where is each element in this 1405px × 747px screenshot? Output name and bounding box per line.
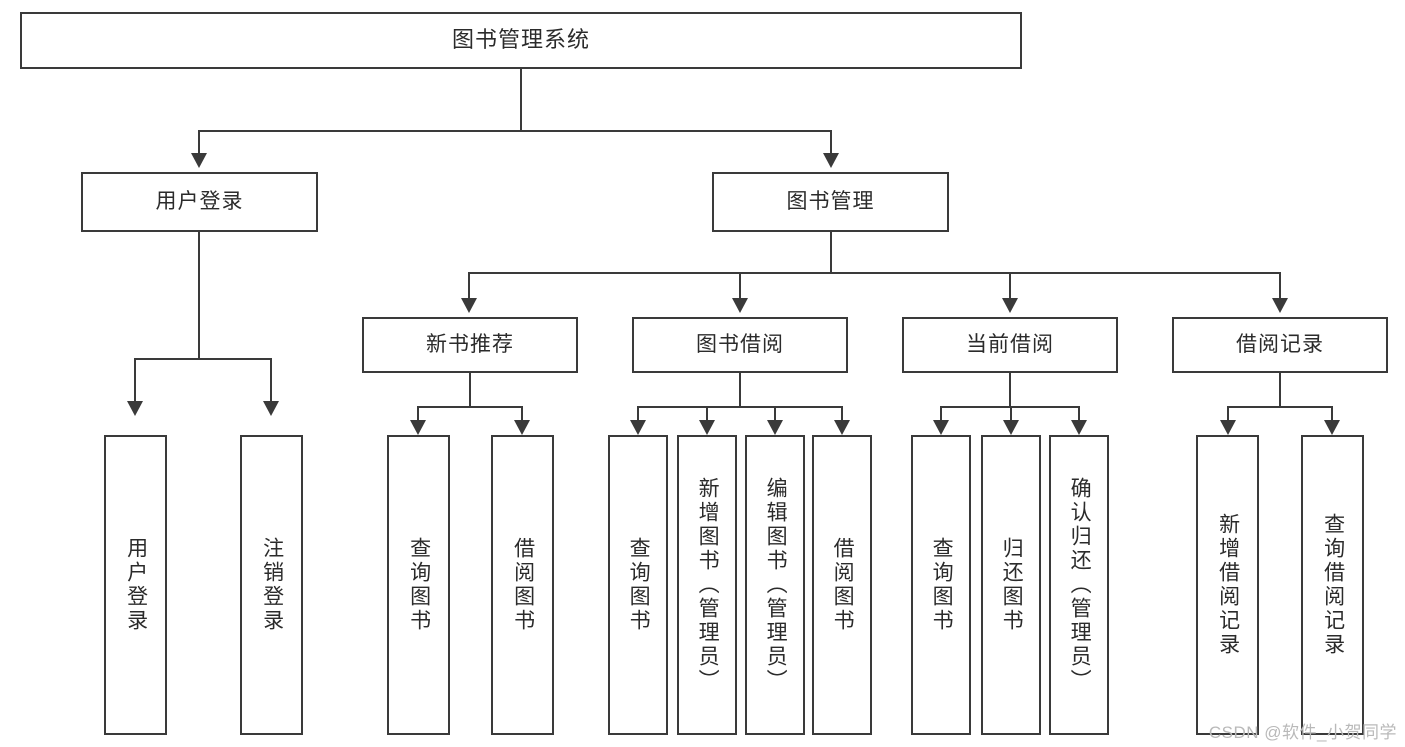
- node-borrow-record[interactable]: 借阅记录: [1172, 317, 1388, 373]
- node-new-book-recommend[interactable]: 新书推荐: [362, 317, 578, 373]
- node-label: 查询图书: [930, 537, 954, 633]
- arrowhead-book-manage: [823, 153, 839, 168]
- node-label: 用户登录: [124, 537, 148, 633]
- leaf-user-login[interactable]: 用户登录: [104, 435, 167, 735]
- leaf-borrow-book-2[interactable]: 借阅图书: [812, 435, 872, 735]
- connector-level3-drop-3: [1009, 272, 1011, 300]
- node-label: 归还图书: [1000, 537, 1024, 633]
- arrowhead-new-book-recommend: [461, 298, 477, 313]
- connector-book-borrow-drop-2: [706, 406, 708, 422]
- connector-new-book-stem: [469, 373, 471, 408]
- node-label: 当前借阅: [966, 333, 1054, 357]
- node-label: 图书借阅: [696, 333, 784, 357]
- connector-book-borrow-bus: [637, 406, 843, 408]
- leaf-add-book-admin[interactable]: 新增图书（管理员）: [677, 435, 737, 735]
- arrowhead-leaf-borrow-book-2: [834, 420, 850, 435]
- arrowhead-leaf-query-book-2: [630, 420, 646, 435]
- node-label: 新书推荐: [426, 333, 514, 357]
- node-label: 图书管理系统: [451, 27, 590, 53]
- connector-book-manage-stem: [830, 232, 832, 274]
- node-book-borrow[interactable]: 图书借阅: [632, 317, 848, 373]
- connector-borrow-record-stem: [1279, 373, 1281, 408]
- leaf-query-borrow-record[interactable]: 查询借阅记录: [1301, 435, 1364, 735]
- node-label: 确认归还（管理员）: [1068, 477, 1092, 693]
- arrowhead-leaf-query-book-1: [410, 420, 426, 435]
- connector-level3-drop-2: [739, 272, 741, 300]
- leaf-query-book-2[interactable]: 查询图书: [608, 435, 668, 735]
- arrowhead-leaf-add-borrow-record: [1220, 420, 1236, 435]
- node-label: 借阅图书: [831, 537, 855, 633]
- connector-current-borrow-stem: [1009, 373, 1011, 408]
- connector-current-borrow-drop-1: [940, 406, 942, 422]
- arrowhead-leaf-confirm-return-admin: [1071, 420, 1087, 435]
- arrowhead-user-login: [191, 153, 207, 168]
- connector-borrow-record-drop-1: [1227, 406, 1229, 422]
- connector-borrow-record-bus: [1227, 406, 1333, 408]
- leaf-query-book-3[interactable]: 查询图书: [911, 435, 971, 735]
- leaf-confirm-return-admin[interactable]: 确认归还（管理员）: [1049, 435, 1109, 735]
- leaf-logout-login[interactable]: 注销登录: [240, 435, 303, 735]
- node-label: 图书管理: [786, 190, 875, 214]
- node-label: 借阅图书: [511, 537, 535, 633]
- leaf-borrow-book-1[interactable]: 借阅图书: [491, 435, 554, 735]
- node-current-borrow[interactable]: 当前借阅: [902, 317, 1118, 373]
- leaf-query-book-1[interactable]: 查询图书: [387, 435, 450, 735]
- connector-book-borrow-drop-4: [841, 406, 843, 422]
- connector-root-stem: [520, 69, 522, 131]
- node-label: 查询图书: [407, 537, 431, 633]
- node-label: 编辑图书（管理员）: [764, 477, 788, 693]
- arrowhead-book-borrow: [732, 298, 748, 313]
- node-label: 查询借阅记录: [1321, 513, 1345, 657]
- node-book-management[interactable]: 图书管理: [712, 172, 949, 232]
- connector-level3-drop-4: [1279, 272, 1281, 300]
- connector-user-login-drop-1: [134, 358, 136, 403]
- node-root-book-management-system[interactable]: 图书管理系统: [20, 12, 1022, 69]
- arrowhead-leaf-query-borrow-record: [1324, 420, 1340, 435]
- connector-book-borrow-drop-3: [774, 406, 776, 422]
- node-label: 注销登录: [260, 537, 284, 633]
- leaf-return-book[interactable]: 归还图书: [981, 435, 1041, 735]
- arrowhead-leaf-logout-login: [263, 401, 279, 416]
- connector-user-login-stem: [198, 232, 200, 360]
- leaf-add-borrow-record[interactable]: 新增借阅记录: [1196, 435, 1259, 735]
- connector-borrow-record-drop-2: [1331, 406, 1333, 422]
- arrowhead-leaf-add-book-admin: [699, 420, 715, 435]
- connector-user-login-bus: [134, 358, 272, 360]
- arrowhead-leaf-user-login: [127, 401, 143, 416]
- arrowhead-leaf-query-book-3: [933, 420, 949, 435]
- csdn-watermark: CSDN @软件_小贺同学: [1208, 723, 1397, 742]
- node-label: 用户登录: [155, 190, 244, 214]
- node-label: 查询图书: [627, 537, 651, 633]
- arrowhead-leaf-edit-book-admin: [767, 420, 783, 435]
- node-user-login[interactable]: 用户登录: [81, 172, 318, 232]
- arrowhead-current-borrow: [1002, 298, 1018, 313]
- connector-root-to-user-login: [198, 130, 200, 155]
- connector-current-borrow-drop-3: [1078, 406, 1080, 422]
- connector-new-book-drop-1: [417, 406, 419, 422]
- connector-new-book-drop-2: [521, 406, 523, 422]
- arrowhead-leaf-return-book: [1003, 420, 1019, 435]
- connector-book-borrow-stem: [739, 373, 741, 408]
- node-label: 新增图书（管理员）: [696, 477, 720, 693]
- leaf-edit-book-admin[interactable]: 编辑图书（管理员）: [745, 435, 805, 735]
- connector-new-book-bus: [417, 406, 523, 408]
- node-label: 借阅记录: [1236, 333, 1324, 357]
- connector-user-login-drop-2: [270, 358, 272, 403]
- connector-current-borrow-drop-2: [1010, 406, 1012, 422]
- connector-level3-bus: [468, 272, 1280, 274]
- connector-root-bus: [198, 130, 832, 132]
- arrowhead-borrow-record: [1272, 298, 1288, 313]
- connector-book-borrow-drop-1: [637, 406, 639, 422]
- node-label: 新增借阅记录: [1216, 513, 1240, 657]
- connector-level3-drop-1: [468, 272, 470, 300]
- connector-root-to-book-manage: [830, 130, 832, 155]
- arrowhead-leaf-borrow-book-1: [514, 420, 530, 435]
